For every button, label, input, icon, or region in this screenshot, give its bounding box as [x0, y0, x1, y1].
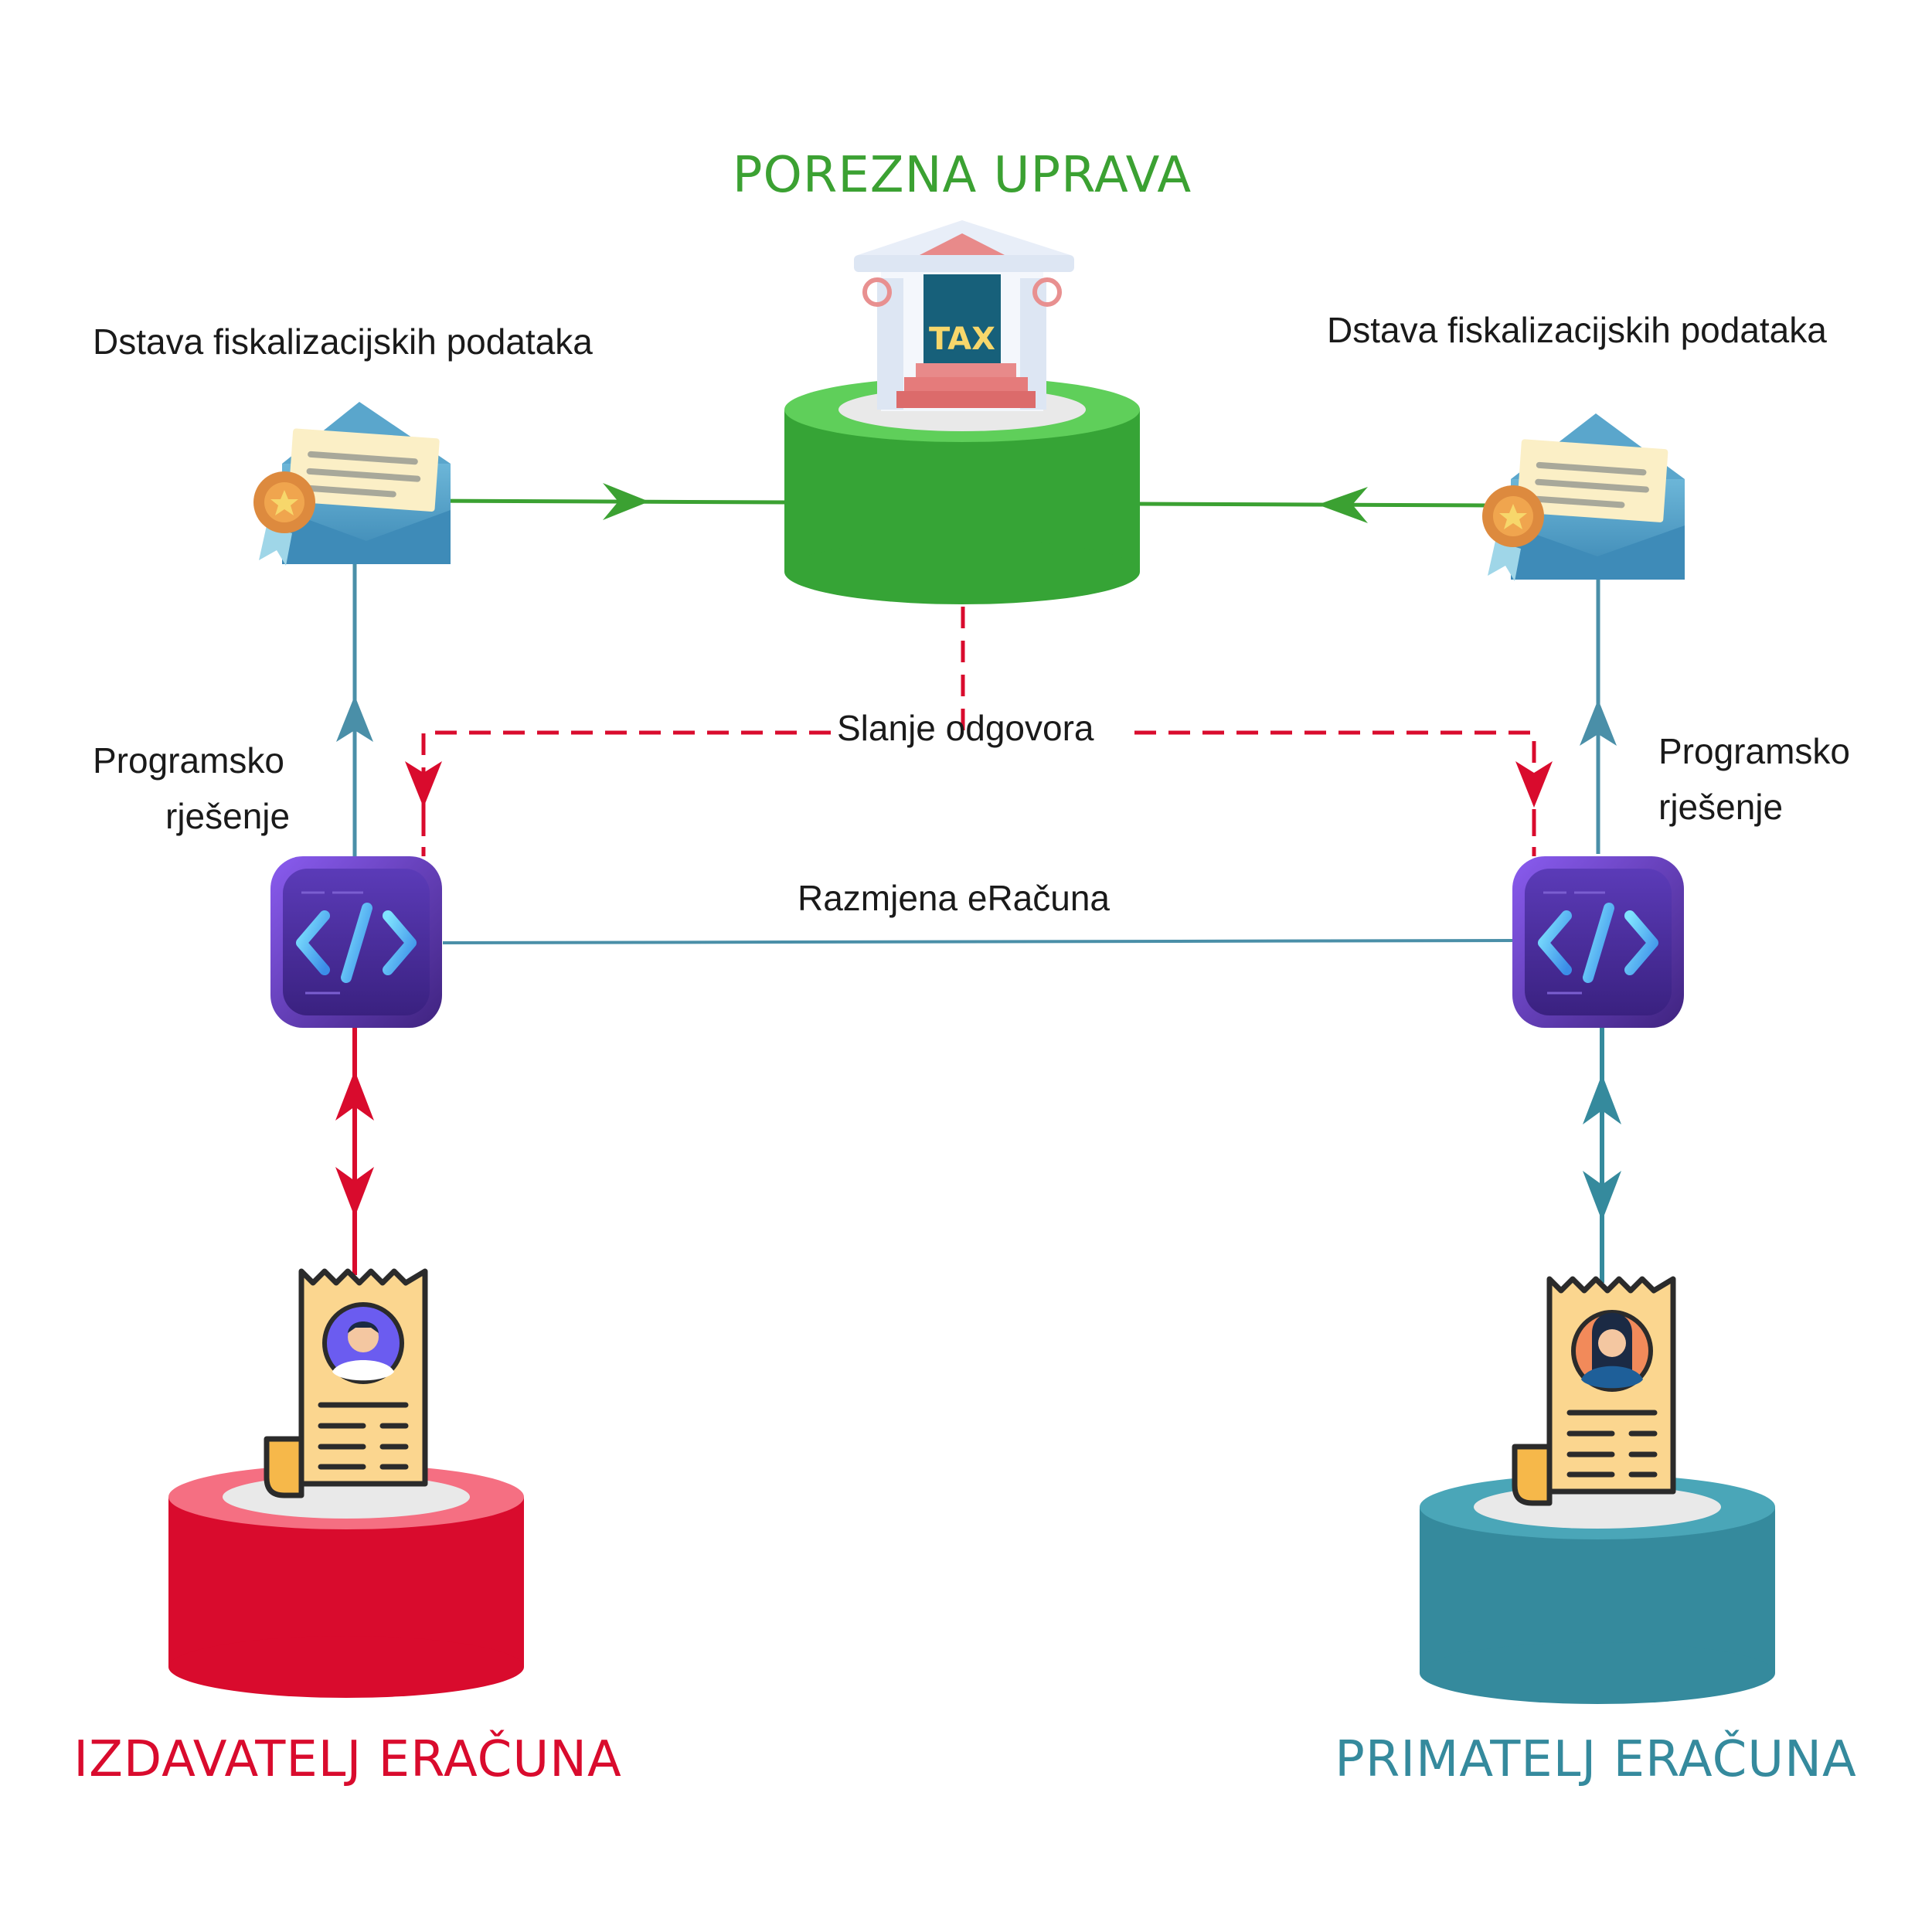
arrow-recipient-software	[1583, 1028, 1621, 1283]
arrow-right-software-to-envelope	[1580, 578, 1617, 854]
submit-label-left: Dstava fiskalizacijskih podataka	[93, 321, 593, 362]
tax-sign-text: TAX	[929, 321, 995, 357]
response-label: Slanje odgovora	[837, 708, 1094, 748]
tax-authority-title: POREZNA UPRAVA	[732, 147, 1192, 204]
recipient-cylinder	[1420, 1475, 1775, 1704]
software-label-right-line1: Programsko	[1658, 731, 1850, 771]
arrow-right-envelope-to-tax	[1138, 487, 1488, 523]
arrow-left-envelope-to-tax	[420, 483, 787, 520]
envelope-left	[253, 402, 451, 566]
arrow-issuer-software	[335, 1028, 374, 1275]
software-label-right-line2: rješenje	[1658, 787, 1784, 827]
software-chip-left	[270, 856, 442, 1028]
exchange-label: Razmjena eRačuna	[798, 878, 1111, 918]
receipt-man-icon	[264, 1268, 428, 1498]
exchange-line	[442, 939, 1517, 944]
receipt-woman-icon	[1512, 1276, 1676, 1506]
submit-label-right: Dstava fiskalizacijskih podataka	[1327, 310, 1827, 350]
tax-cylinder	[784, 377, 1140, 604]
issuer-cylinder	[168, 1464, 524, 1698]
tax-building-icon	[854, 220, 1074, 411]
response-dashed-path	[405, 607, 1553, 856]
software-label-left-line1: Programsko	[93, 740, 284, 781]
recipient-title: PRIMATELJ ERAČUNA	[1335, 1731, 1857, 1788]
envelope-right	[1482, 413, 1685, 581]
arrow-left-software-to-envelope	[336, 564, 373, 856]
software-label-left-line2: rješenje	[165, 796, 291, 836]
software-chip-right	[1512, 856, 1684, 1028]
issuer-title: IZDAVATELJ ERAČUNA	[73, 1731, 622, 1788]
